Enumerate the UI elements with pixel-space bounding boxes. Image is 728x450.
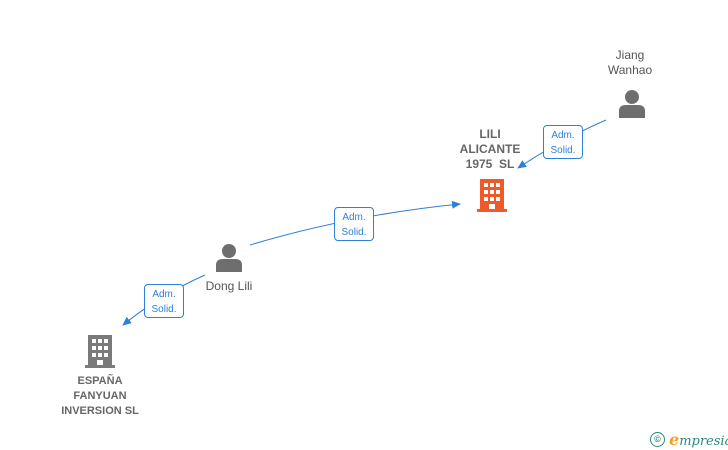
node-label-line: ESPAÑA	[77, 375, 123, 387]
node-label-line: ALICANTE	[459, 142, 521, 156]
edge-label-line: Solid.	[151, 304, 177, 315]
building-icon[interactable]	[84, 333, 116, 369]
node-label-lili-alicante: LILI ALICANTE 1975 SL	[450, 127, 530, 172]
brand-logo: empresia	[669, 430, 728, 449]
brand-rest: mpresia	[679, 433, 728, 449]
edge-label-line: Solid.	[341, 227, 367, 238]
edge-label-adm-solid[interactable]: Adm. Solid.	[144, 284, 184, 318]
building-icon[interactable]	[476, 177, 508, 213]
node-label-espana: ESPAÑA FANYUAN INVERSION SL	[48, 374, 152, 419]
edge-label-adm-solid[interactable]: Adm. Solid.	[334, 207, 374, 241]
edge-label-line: Adm.	[342, 212, 366, 223]
node-label-line: Wanhao	[607, 63, 653, 77]
node-label-line: Jiang	[615, 48, 645, 62]
node-label-line: INVERSION SL	[61, 405, 139, 417]
edge-label-adm-solid[interactable]: Adm. Solid.	[543, 125, 583, 159]
edge-label-line: Adm.	[551, 130, 575, 141]
copyright-icon: ©	[650, 431, 665, 447]
person-icon[interactable]	[617, 89, 647, 119]
node-label-line: 1975 SL	[465, 157, 515, 171]
edge-label-line: Adm.	[152, 289, 176, 300]
brand-initial: e	[669, 429, 680, 449]
node-label-line: LILI	[479, 127, 501, 141]
person-icon[interactable]	[214, 243, 244, 273]
footer-brand: © empresia	[650, 429, 728, 449]
node-label-line: FANYUAN	[73, 390, 127, 402]
node-label-dong-lili: Dong Lili	[205, 279, 253, 293]
edge-label-line: Solid.	[550, 145, 576, 156]
node-label-jiang: Jiang Wanhao	[596, 48, 664, 78]
